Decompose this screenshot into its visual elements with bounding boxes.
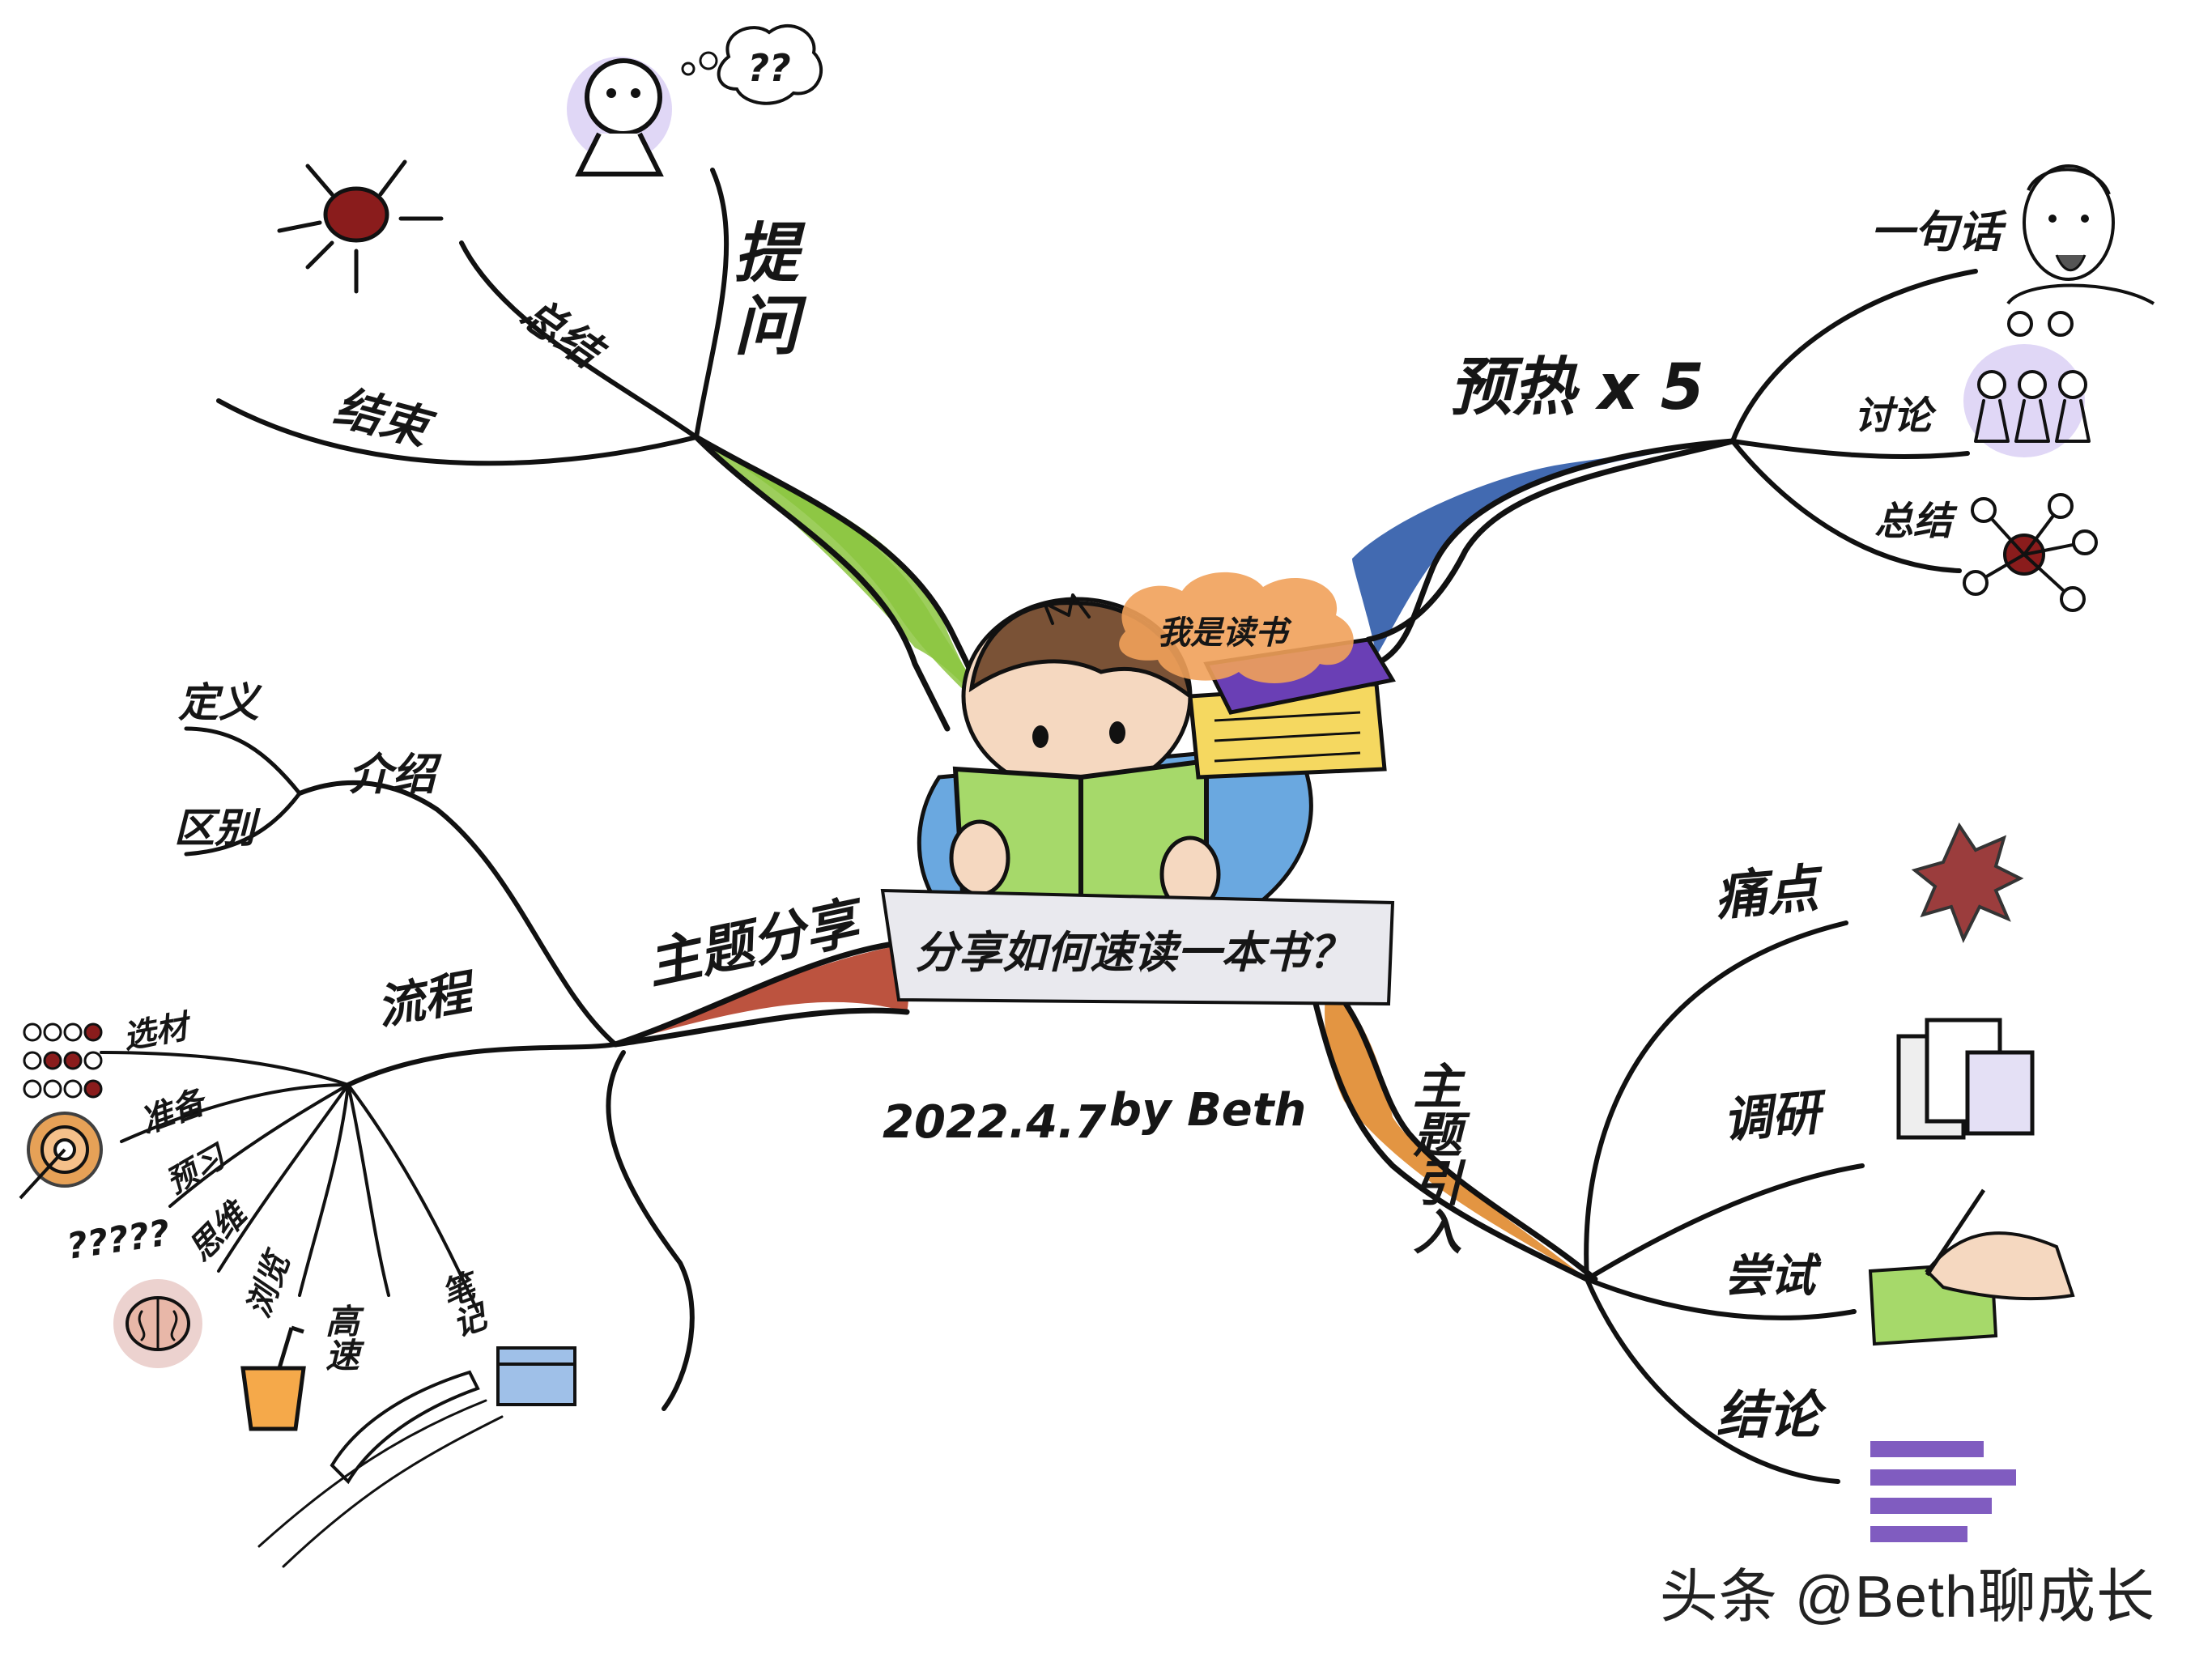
bl-intro-difference: 区别 <box>174 805 261 852</box>
branch-lines <box>100 168 1978 1484</box>
notebook-icon <box>496 1346 576 1406</box>
hand-writing-icon <box>1868 1188 2075 1346</box>
bl-process-label: 流程 <box>373 963 482 1035</box>
bl-intro-label: 介绍 <box>348 749 442 800</box>
br-child-try: 尝试 <box>1725 1250 1822 1303</box>
target-icon <box>19 1112 103 1200</box>
center-illustration: 我是读书 分享如何速读一本书？ <box>880 572 1396 1006</box>
group-discussion-icon <box>1963 311 2091 457</box>
process-step-prepare: 准备 <box>136 1082 214 1141</box>
process-step-browse: 浏览 <box>240 1244 299 1323</box>
network-summary-icon <box>1963 493 2098 612</box>
process-step-notes: 笔记 <box>432 1269 489 1342</box>
dot-grid-icon <box>23 1022 103 1099</box>
focus-burst-icon <box>277 159 444 294</box>
question-bubble-text: ?? <box>747 46 790 90</box>
title-banner <box>880 888 1395 1006</box>
tl-child-summary: 总结 <box>513 288 615 380</box>
central-topic-title: 分享如何速读一本书？ <box>915 927 1352 978</box>
left-eye <box>1032 725 1049 748</box>
pain-splat-icon <box>1911 822 2024 943</box>
br-child-research: 调研 <box>1721 1084 1831 1150</box>
speech-bubble <box>1119 572 1354 683</box>
process-step-highspeed: 高速 <box>320 1303 360 1371</box>
blue-branch-ribbon <box>1352 441 1733 656</box>
right-eye <box>1109 721 1125 744</box>
tr-child-discuss: 讨论 <box>1854 393 1938 439</box>
bl-intro-definition: 定义 <box>177 679 262 726</box>
highspeed-train-icon <box>257 1370 504 1568</box>
red-branch-ribbon <box>615 947 908 1044</box>
author-label: by Beth <box>1109 1084 1306 1137</box>
tr-child-summary: 总结 <box>1874 499 1958 544</box>
tr-branch-label: 预热 x 5 <box>1449 351 1704 424</box>
process-step-preview: 预习 <box>160 1137 234 1201</box>
br-child-conclusion: 结论 <box>1716 1386 1827 1446</box>
shakespeare-portrait-icon <box>2006 164 2155 305</box>
asking-person-icon: ?? <box>567 23 823 176</box>
left-hand <box>949 819 1010 897</box>
tl-child-question: 提问 <box>724 219 799 364</box>
tr-child-one-sentence: 一句话 <box>1870 206 2007 257</box>
brain-icon <box>113 1279 202 1368</box>
papers-research-icon <box>1896 1018 2035 1140</box>
br-branch-label: 主题引入 <box>1404 1061 1462 1255</box>
watermark: 头条 @Beth聊成长 <box>1659 1565 2155 1630</box>
date-label: 2022.4.7 <box>883 1096 1106 1149</box>
speech-bubble-text: 我是读书 <box>1158 614 1292 652</box>
process-step-select: 选材 <box>121 1008 196 1056</box>
question-marks-row: ????? <box>64 1213 172 1268</box>
br-child-pain-point: 痛点 <box>1712 858 1827 928</box>
drink-cup-icon <box>240 1325 306 1431</box>
conclusion-lines-icon <box>1870 1441 2016 1542</box>
